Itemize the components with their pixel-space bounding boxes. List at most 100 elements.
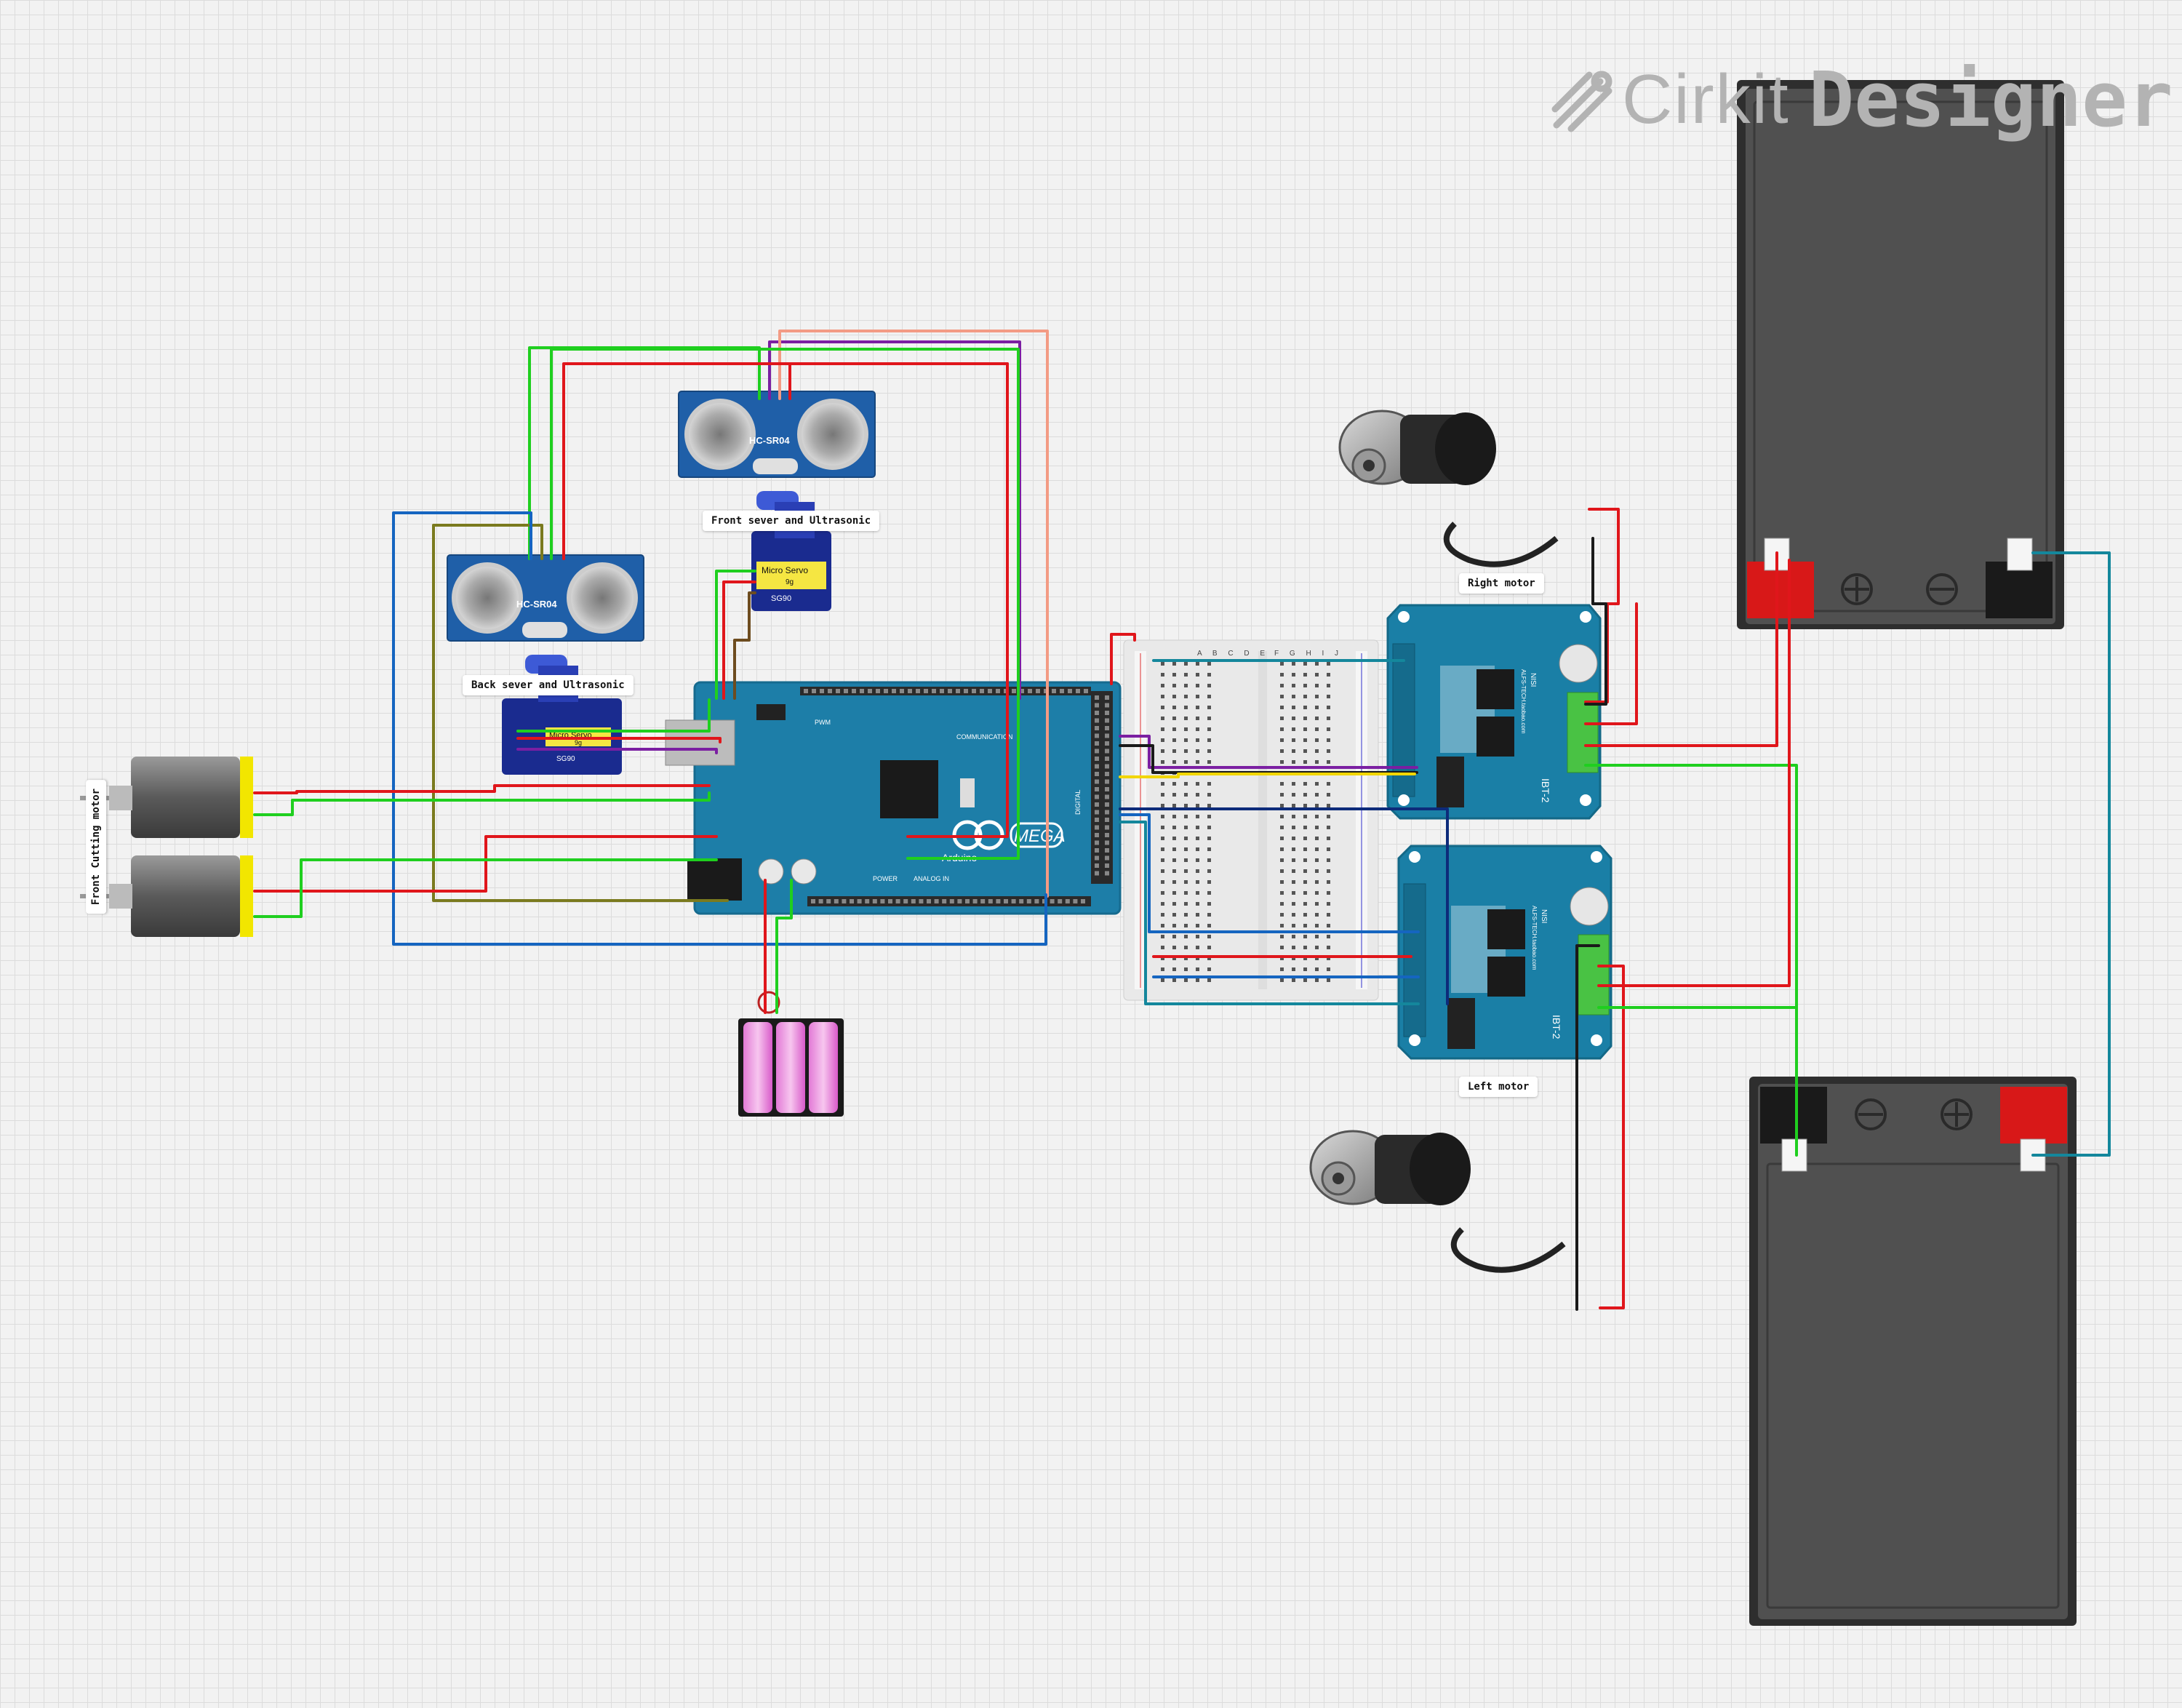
breadboard-hole <box>1315 717 1319 720</box>
breadboard-hole <box>1196 727 1199 731</box>
mega-header-pin <box>972 899 978 903</box>
breadboard-hole <box>1303 717 1307 720</box>
breadboard-hole <box>1315 880 1319 884</box>
mega-header-pin <box>1105 772 1109 776</box>
mega-header-pin <box>1052 689 1056 693</box>
breadboard-hole <box>1292 946 1295 949</box>
breadboard-hole <box>1184 793 1188 797</box>
servo-front-name: Micro Servo <box>762 565 808 575</box>
breadboard-hole <box>1292 978 1295 982</box>
breadboard-hole <box>1161 967 1164 971</box>
ibt2-right-model: IBT-2 <box>1540 778 1551 803</box>
breadboard-hole <box>1172 858 1176 862</box>
breadboard-hole <box>1292 837 1295 840</box>
breadboard-hole <box>1327 804 1330 807</box>
breadboard-hole <box>1161 815 1164 818</box>
breadboard-hole <box>1196 782 1199 786</box>
breadboard-hole <box>1303 847 1307 851</box>
breadboard-hole <box>1172 924 1176 927</box>
breadboard-hole <box>1303 935 1307 938</box>
breadboard-hole <box>1327 749 1330 753</box>
breadboard-hole <box>1303 673 1307 677</box>
mega-header-pin <box>1105 818 1109 822</box>
breadboard-hole <box>1292 706 1295 709</box>
breadboard-hole <box>1161 869 1164 873</box>
breadboard-hole <box>1207 684 1211 687</box>
breadboard-hole <box>1172 847 1176 851</box>
breadboard-hole <box>1196 673 1199 677</box>
mega-header-pin <box>972 689 976 693</box>
breadboard-hole <box>1292 935 1295 938</box>
breadboard-hole <box>1280 978 1284 982</box>
breadboard-hole <box>1280 815 1284 818</box>
breadboard-hole <box>1184 858 1188 862</box>
breadboard-hole <box>1172 717 1176 720</box>
wires <box>253 330 2111 1311</box>
mega-header-pin <box>908 689 912 693</box>
breadboard-hole <box>1292 924 1295 927</box>
breadboard-hole <box>1172 695 1176 698</box>
breadboard-hole <box>1161 913 1164 917</box>
breadboard-hole <box>1184 946 1188 949</box>
mega-header-pin <box>919 899 924 903</box>
breadboard-hole <box>1280 706 1284 709</box>
brand-name-bold: Designer <box>1808 55 2173 144</box>
breadboard-hole <box>1303 880 1307 884</box>
ultrasonic-back: HC-SR04 <box>447 554 644 642</box>
mega-header-pin <box>996 899 1001 903</box>
breadboard-hole <box>1303 891 1307 895</box>
mega-header-pin <box>820 689 824 693</box>
battery-pack <box>738 991 844 1117</box>
mega-header-pin <box>1028 689 1032 693</box>
breadboard-hole <box>1172 662 1176 666</box>
mega-header-pin <box>828 689 832 693</box>
breadboard-hole <box>1327 673 1330 677</box>
mega-header-pin <box>1095 733 1099 738</box>
ibt2-driver-left: IBT-2 NISI ALFS-TECH.taobao.com <box>1397 845 1612 1060</box>
breadboard-hole <box>1196 935 1199 938</box>
mega-header-pin <box>1068 689 1072 693</box>
mega-header-pin <box>988 689 992 693</box>
breadboard-hole <box>1315 695 1319 698</box>
breadboard-hole <box>1303 858 1307 862</box>
breadboard-hole <box>1327 902 1330 906</box>
breadboard-hole <box>1292 858 1295 862</box>
breadboard-hole <box>1292 913 1295 917</box>
mega-header-pin <box>948 689 952 693</box>
breadboard-hole <box>1280 782 1284 786</box>
breadboard-hole <box>1207 815 1211 818</box>
breadboard-hole <box>1161 924 1164 927</box>
breadboard-hole <box>1315 935 1319 938</box>
breadboard-hole <box>1315 837 1319 840</box>
mega-header-pin <box>1095 825 1099 830</box>
mega-header-pin <box>1095 871 1099 876</box>
breadboard-hole <box>1280 760 1284 764</box>
breadboard-hole <box>1172 815 1176 818</box>
servo-back-part: SG90 <box>556 755 575 763</box>
mega-header-pin <box>1058 899 1063 903</box>
breadboard-hole <box>1172 935 1176 938</box>
breadboard-hole <box>1207 804 1211 807</box>
breadboard-hole <box>1161 880 1164 884</box>
breadboard-hole <box>1196 880 1199 884</box>
breadboard-hole <box>1315 749 1319 753</box>
ibt2-left-vendor: ALFS-TECH.taobao.com <box>1531 906 1538 970</box>
breadboard-hole <box>1280 662 1284 666</box>
breadboard-hole <box>1292 815 1295 818</box>
breadboard-hole <box>1315 902 1319 906</box>
breadboard-hole <box>1315 826 1319 829</box>
breadboard-hole <box>1184 760 1188 764</box>
breadboard-hole <box>1315 673 1319 677</box>
breadboard-hole <box>1184 706 1188 709</box>
servo-back-size: 9g <box>575 739 582 746</box>
battery-top <box>1737 80 2064 629</box>
mega-header-pin <box>1105 741 1109 746</box>
breadboard-hole <box>1196 924 1199 927</box>
breadboard-hole <box>1207 869 1211 873</box>
mega-header-pin <box>1105 695 1109 700</box>
mega-header-pin <box>1105 711 1109 715</box>
mega-header-pin <box>868 689 872 693</box>
breadboard-hole <box>1172 891 1176 895</box>
mega-header-pin <box>1105 718 1109 723</box>
